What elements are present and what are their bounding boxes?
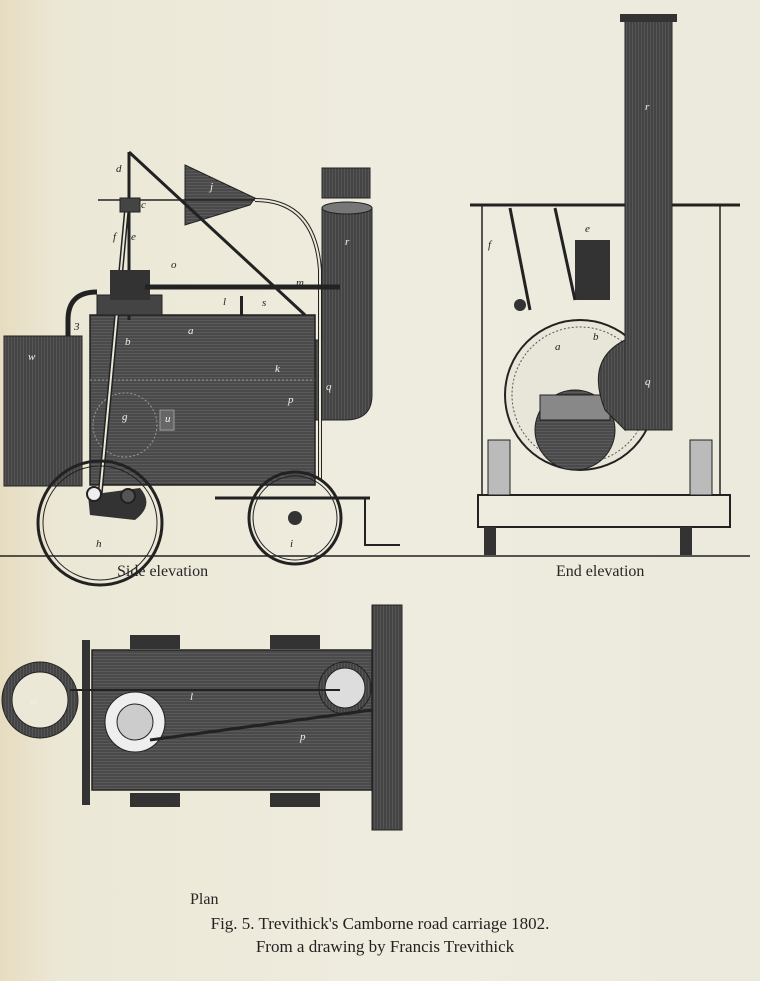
label-h: h: [96, 538, 102, 550]
label-d: d: [116, 163, 122, 175]
end-label-e: e: [585, 223, 590, 235]
driving-wheel-h: [36, 459, 164, 587]
water-tank-w: [3, 335, 83, 487]
label-c: c: [141, 199, 146, 211]
label-j: j: [208, 181, 213, 193]
label-k: k: [275, 363, 281, 375]
boiler-a: [89, 314, 316, 486]
label-f: f: [113, 231, 118, 243]
figure-caption: Fig. 5. Trevithick's Camborne road carri…: [210, 914, 550, 933]
label-p: p: [287, 394, 294, 406]
chimney-r: [314, 207, 373, 421]
plan-label-p: p: [299, 731, 306, 743]
label-q: q: [326, 381, 332, 393]
end-elevation-label: End elevation: [556, 563, 645, 580]
side-elevation: d c f e o j l s m 3 a b k p g u q r w h …: [0, 150, 750, 587]
label-g: g: [122, 411, 128, 423]
label-s: s: [262, 297, 266, 309]
label-m: m: [296, 277, 304, 289]
end-label-b: b: [593, 331, 599, 343]
label-i: i: [290, 538, 293, 550]
end-elevation: f e a b q r: [470, 14, 740, 555]
plan-view: w l p: [1, 604, 403, 831]
label-l: l: [223, 296, 226, 308]
plan-label-w: w: [30, 696, 38, 708]
side-elevation-label: Side elevation: [117, 563, 209, 580]
label-e: e: [131, 231, 136, 243]
end-label-a: a: [555, 341, 561, 353]
label-w: w: [28, 351, 36, 363]
hopper-j: [184, 164, 256, 226]
figure-credit: From a drawing by Francis Trevithick: [255, 937, 515, 956]
label-a: a: [188, 325, 194, 337]
label-3: 3: [73, 321, 80, 333]
front-wheel-i: [247, 470, 343, 566]
label-b: b: [125, 336, 131, 348]
plan-label-l: l: [190, 691, 193, 703]
plan-label: Plan: [190, 891, 219, 908]
label-u: u: [165, 413, 171, 425]
chimney-cap: [321, 167, 371, 199]
label-o: o: [171, 259, 177, 271]
end-label-f: f: [488, 239, 493, 251]
end-label-q: q: [645, 376, 651, 388]
chimney-end: [624, 17, 673, 431]
end-label-r: r: [645, 101, 650, 113]
label-r: r: [345, 236, 350, 248]
